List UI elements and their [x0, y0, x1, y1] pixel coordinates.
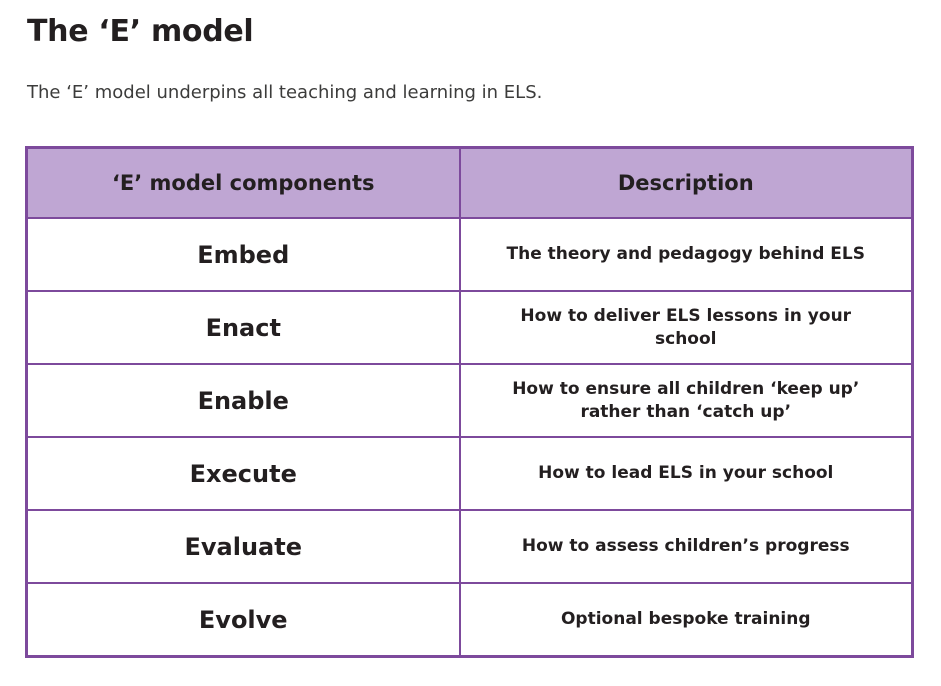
component-description: How to assess children’s progress — [458, 509, 914, 584]
column-header-components: ‘E’ model components — [25, 146, 461, 219]
table-row: Embed The theory and pedagogy behind ELS — [25, 217, 914, 292]
component-name: Enact — [25, 290, 461, 365]
component-description: Optional bespoke training — [458, 582, 914, 658]
component-name: Enable — [25, 363, 461, 438]
table-row: Enact How to deliver ELS lessons in your… — [25, 290, 914, 365]
page-subtitle: The ‘E’ model underpins all teaching and… — [27, 82, 543, 103]
component-description: The theory and pedagogy behind ELS — [458, 217, 914, 292]
e-model-table: ‘E’ model components Description Embed T… — [25, 146, 914, 658]
component-description: How to ensure all children ‘keep up’ rat… — [458, 363, 914, 438]
table-row: Evolve Optional bespoke training — [25, 582, 914, 658]
component-name: Embed — [25, 217, 461, 292]
table-row: Enable How to ensure all children ‘keep … — [25, 363, 914, 438]
component-name: Evolve — [25, 582, 461, 658]
component-name: Execute — [25, 436, 461, 511]
column-header-description: Description — [458, 146, 914, 219]
component-description: How to lead ELS in your school — [458, 436, 914, 511]
table-header-row: ‘E’ model components Description — [25, 146, 914, 219]
table-row: Evaluate How to assess children’s progre… — [25, 509, 914, 584]
page-title: The ‘E’ model — [27, 14, 254, 49]
component-description: How to deliver ELS lessons in your schoo… — [458, 290, 914, 365]
component-name: Evaluate — [25, 509, 461, 584]
table-row: Execute How to lead ELS in your school — [25, 436, 914, 511]
